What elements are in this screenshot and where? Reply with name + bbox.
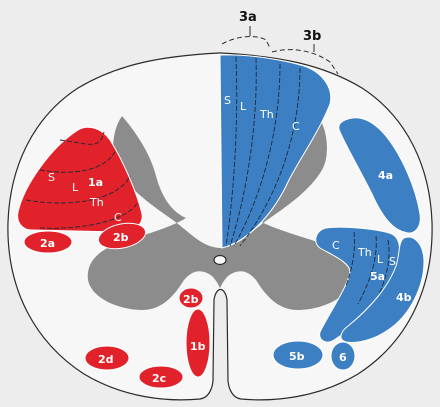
label-5b: 5b	[289, 350, 305, 363]
dorsal-label-c: C	[292, 120, 300, 133]
dorsal-label-th: Th	[259, 108, 274, 121]
bracket-3a	[221, 36, 271, 49]
label-2b-ventral: 2b	[183, 293, 199, 306]
lat5-label-th: Th	[357, 246, 372, 259]
label-1b: 1b	[190, 340, 206, 353]
gray-matter	[87, 116, 353, 310]
label-6: 6	[339, 351, 347, 364]
lat5-lamination-line-2	[357, 235, 377, 305]
label-4a: 4a	[378, 169, 393, 182]
lat5-label-s: S	[389, 255, 396, 268]
dorsal-label-s: S	[224, 94, 231, 107]
label-2d: 2d	[98, 353, 114, 366]
lat5-label-l: L	[377, 253, 384, 266]
dorsal-lamination-line-1	[225, 56, 238, 247]
tract-2a	[23, 230, 73, 254]
tract-6	[330, 341, 356, 371]
tract-dorsal-column	[219, 54, 332, 249]
tract-2b-left	[97, 222, 147, 250]
bracket-3b	[271, 49, 339, 75]
label-2a: 2a	[40, 237, 55, 250]
dorsal-lamination-line-4	[239, 67, 301, 247]
red-lamination-line-3	[25, 175, 131, 204]
label-5a: 5a	[370, 270, 385, 283]
tract-5a	[315, 226, 400, 343]
tract-5b	[272, 340, 324, 370]
red-lamination-line-4	[39, 201, 139, 229]
red-lamination-line-2	[39, 149, 117, 173]
red-label-l: L	[72, 181, 79, 194]
red-lamination-line-1	[59, 131, 105, 145]
label-3a: 3a	[239, 10, 257, 25]
tract-1b	[185, 308, 211, 378]
red-label-1a: 1a	[88, 176, 103, 189]
lat5-label-c: C	[332, 239, 340, 252]
dorsal-label-l: L	[240, 100, 247, 113]
label-2b-left: 2b	[113, 231, 129, 244]
tract-2c	[138, 365, 184, 389]
dorsal-lamination-line-2	[229, 57, 257, 247]
red-label-c: C	[114, 211, 122, 224]
label-3b: 3b	[303, 29, 321, 44]
central-canal	[213, 254, 227, 266]
tract-4a	[338, 117, 421, 234]
lat5-lamination-line-1	[345, 231, 355, 287]
dorsal-lamination-line-3	[233, 63, 281, 247]
tract-2d	[84, 345, 130, 371]
red-label-s: S	[48, 171, 55, 184]
label-2c: 2c	[152, 372, 166, 385]
tract-2b-ventral	[178, 287, 204, 309]
red-label-th: Th	[89, 196, 104, 209]
label-4b: 4b	[396, 291, 412, 304]
